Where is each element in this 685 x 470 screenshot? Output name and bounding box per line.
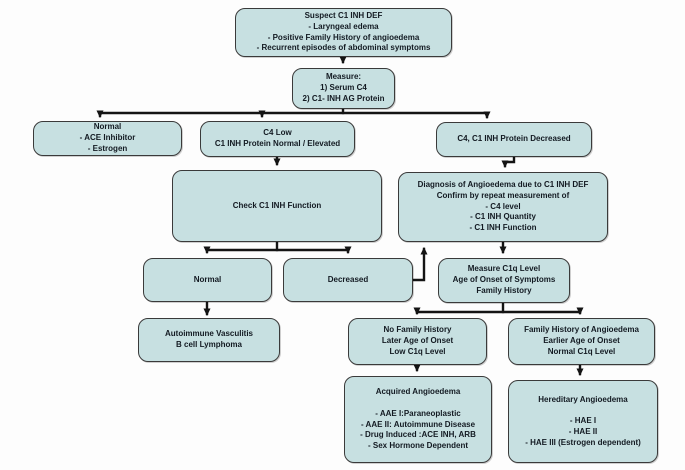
text-line	[512, 405, 654, 416]
text-line: Later Age of Onset	[381, 336, 454, 346]
text-line: - ACE Inhibitor	[79, 133, 136, 143]
node-suspect-c1-inh-def: Suspect C1 INH DEF - Laryngeal edema - P…	[235, 8, 452, 57]
text-line: - C1 INH Function	[469, 223, 537, 233]
node-function-decreased: Decreased	[283, 258, 413, 302]
text-line: - HAE I	[569, 416, 597, 426]
node-function-normal: Normal	[143, 258, 272, 302]
text-line: - HAE III (Estrogen dependent)	[525, 437, 641, 447]
text-line: C4, C1 INH Protein Decreased	[457, 134, 571, 144]
node-acquired-angioedema: Acquired Angioedema - AAE I:Paraneoplast…	[344, 376, 492, 463]
text-line: - Sex Hormone Dependent	[367, 441, 468, 451]
text-line: Hereditary Angioedema	[538, 394, 628, 404]
node-measure-c1q-level: Measure C1q Level Age of Onset of Sympto…	[438, 258, 570, 303]
text-line: - Recurrent episodes of abdominal sympto…	[256, 43, 431, 53]
text-line: Autoimmune Vasculitis	[164, 329, 254, 339]
text-line: - C4 level	[485, 201, 521, 211]
text-line: C4 Low	[263, 128, 292, 138]
text-line: B cell Lymphoma	[176, 340, 242, 349]
text-line: Decreased	[327, 274, 369, 284]
node-c4-low: C4 Low C1 INH Protein Normal / Elevated	[200, 121, 355, 157]
text-line: Diagnosis of Angioedema due to C1 INH DE…	[417, 180, 589, 189]
text-line: Measure C1q Level	[467, 264, 541, 274]
node-family-history-angioedema: Family History of Angioedema Earlier Age…	[508, 318, 655, 365]
text-line: - C1 INH Quantity	[470, 212, 536, 222]
node-c4-c1-protein-decreased: C4, C1 INH Protein Decreased	[436, 122, 592, 157]
text-line: Normal	[93, 122, 122, 132]
node-hereditary-angioedema: Hereditary Angioedema - HAE I - HAE II -…	[508, 380, 658, 463]
node-measure-serum: Measure: 1) Serum C4 2) C1- INH AG Prote…	[292, 68, 395, 109]
text-line: Normal	[193, 274, 222, 284]
text-line: 1) Serum C4	[320, 83, 367, 93]
text-line: No Family History	[383, 325, 452, 335]
text-line: C1 INH Protein Normal / Elevated	[214, 139, 341, 148]
text-line: Age of Onset of Symptoms	[452, 275, 556, 285]
text-line: - Drug Induced :ACE INH, ARB	[360, 430, 476, 440]
text-line: - Estrogen	[87, 143, 128, 153]
text-line: - Positive Family History of angioedema	[267, 32, 420, 42]
text-line: Normal C1q Level	[547, 346, 616, 356]
text-line: Acquired Angioedema	[375, 387, 461, 397]
text-line: - HAE II	[568, 426, 598, 436]
text-line: Low C1q Level	[389, 346, 446, 356]
text-line: - AAE II: Autoimmune Disease	[360, 419, 476, 429]
text-line: Family History of Angioedema	[524, 325, 639, 335]
edge-decreased-to-diagnosis	[411, 247, 428, 282]
node-no-family-history: No Family History Later Age of Onset Low…	[348, 318, 487, 365]
text-line: Family History	[476, 285, 532, 295]
text-line: 2) C1- INH AG Protein	[302, 93, 385, 103]
edge-c4c1-to-diagnosis	[501, 155, 516, 168]
text-line: Check C1 INH Function	[232, 200, 322, 210]
node-normal-ace-estrogen: Normal - ACE Inhibitor - Estrogen	[33, 121, 182, 156]
text-line: Suspect C1 INH DEF	[304, 10, 383, 20]
text-line: Earlier Age of Onset	[543, 336, 620, 346]
node-check-c1-inh-function: Check C1 INH Function	[172, 170, 382, 242]
text-line: Confirm by repeat measurement of	[436, 190, 570, 200]
text-line	[348, 398, 488, 409]
text-line: - Laryngeal edema	[308, 21, 379, 31]
text-line: Measure:	[325, 72, 362, 82]
text-line: - AAE I:Paraneoplastic	[375, 408, 461, 418]
node-diagnosis-angioedema: Diagnosis of Angioedema due to C1 INH DE…	[398, 172, 608, 242]
node-autoimmune-vasculitis-lymphoma: Autoimmune Vasculitis B cell Lymphoma	[138, 318, 280, 362]
